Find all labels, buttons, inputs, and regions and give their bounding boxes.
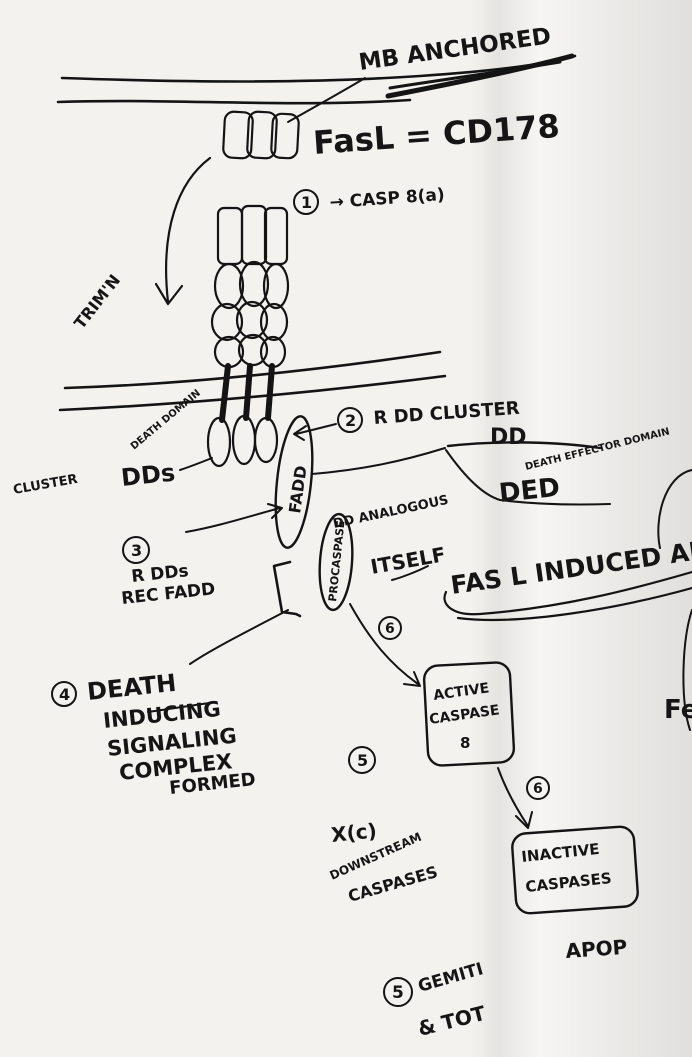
active-to-inactive-arrow: [498, 768, 532, 828]
fas-receptor-trimer: [208, 206, 288, 466]
dd-analogous-label: DD ANALOGOUS: [332, 493, 450, 532]
death-effector-domain-label: DEATH EFFECTOR DOMAIN: [524, 426, 671, 473]
inactive-line-1: INACTIVE: [521, 840, 601, 866]
inactive-caspases-box: [511, 826, 638, 914]
step-4-number: 4: [59, 685, 70, 704]
fe-partial-label: Fe: [664, 695, 692, 725]
dds-label: DDs: [120, 458, 177, 492]
gemiti-line-2: & TOT: [415, 1001, 488, 1041]
mb-anchored-pointer: [288, 78, 365, 122]
gemiti-line-1: GEMITI: [416, 959, 486, 997]
step-6-number: 6: [385, 621, 395, 637]
step-2-arrow: [294, 424, 336, 440]
active-caspase-line-3: 8: [460, 734, 470, 752]
active-caspase-line-2: CASPASE: [428, 702, 500, 728]
step-5-number: 5: [357, 751, 368, 770]
step-6b-number: 6: [533, 781, 543, 797]
fasl-induced-heading: FAS L INDUCED APO: [449, 532, 692, 600]
death-domain-label: DEATH DOMAIN: [129, 388, 203, 453]
disc-line-1: DEATH: [86, 669, 178, 706]
step-5b-number: 5: [392, 983, 404, 1003]
lower-membrane: [60, 352, 445, 410]
procaspase-label: PROCASPASE: [326, 520, 347, 602]
itself-label: ITSELF: [369, 542, 448, 579]
fasl-trimer: [223, 111, 299, 158]
upper-membrane: [58, 56, 575, 103]
x-c-label: X(c): [330, 818, 378, 847]
inactive-line-2: CASPASES: [525, 869, 613, 896]
casp8-label: → CASP 8(a): [329, 185, 445, 213]
disc-pointer: [190, 610, 288, 664]
step-3-number: 3: [131, 541, 142, 560]
step-3-arrow: [186, 504, 282, 532]
trimerization-label: TRIM'N: [70, 271, 124, 333]
right-margin-curve: [658, 470, 692, 548]
apop-label: APOP: [565, 935, 628, 963]
fasl-cd178-label: FasL = CD178: [312, 107, 561, 162]
fadd-to-domain-line: [312, 448, 445, 474]
disc-bracket: [274, 562, 300, 616]
step-2-number: 2: [345, 411, 356, 430]
trimerization-arrow: [156, 158, 210, 304]
dds-pointer: [180, 458, 212, 470]
procaspase-to-active-arrow: [350, 604, 420, 686]
active-caspase-line-1: ACTIVE: [432, 680, 490, 704]
step-1-number: 1: [301, 193, 312, 212]
cluster-left-label: CLUSTER: [12, 472, 79, 498]
ded-label: DED: [498, 473, 562, 509]
dd-right-label: DD: [490, 425, 527, 450]
